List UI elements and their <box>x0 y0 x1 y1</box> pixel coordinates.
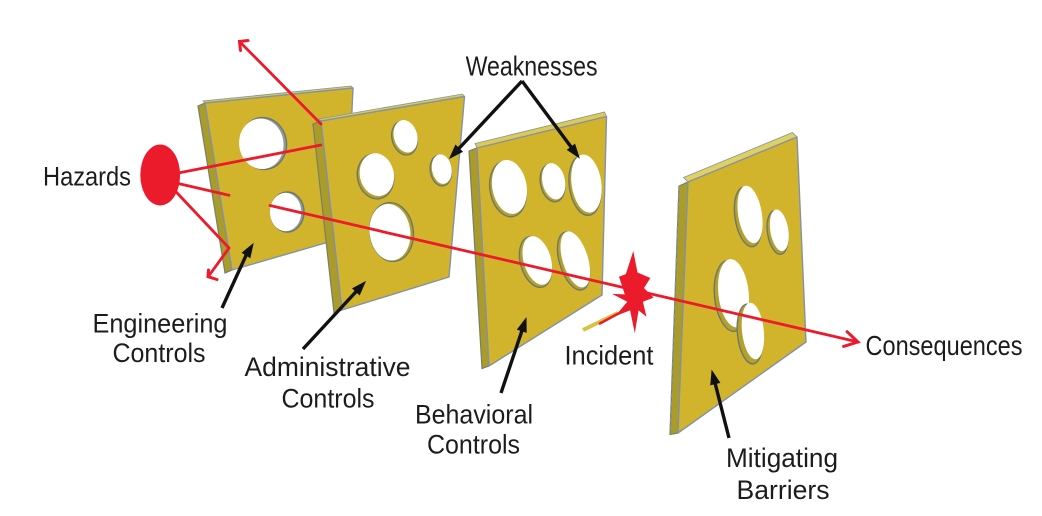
svg-text:Barriers: Barriers <box>737 475 830 505</box>
svg-text:Hazards: Hazards <box>43 162 131 192</box>
svg-text:Weaknesses: Weaknesses <box>466 51 598 82</box>
svg-text:Controls: Controls <box>282 384 375 414</box>
svg-text:Controls: Controls <box>427 430 520 460</box>
svg-text:Consequences: Consequences <box>866 330 1023 361</box>
svg-text:Engineering: Engineering <box>93 308 228 338</box>
svg-text:Behavioral: Behavioral <box>415 400 533 430</box>
svg-text:Controls: Controls <box>113 338 206 368</box>
svg-text:Mitigating: Mitigating <box>726 443 838 473</box>
svg-text:Incident: Incident <box>565 341 654 371</box>
svg-text:Administrative: Administrative <box>245 352 411 382</box>
